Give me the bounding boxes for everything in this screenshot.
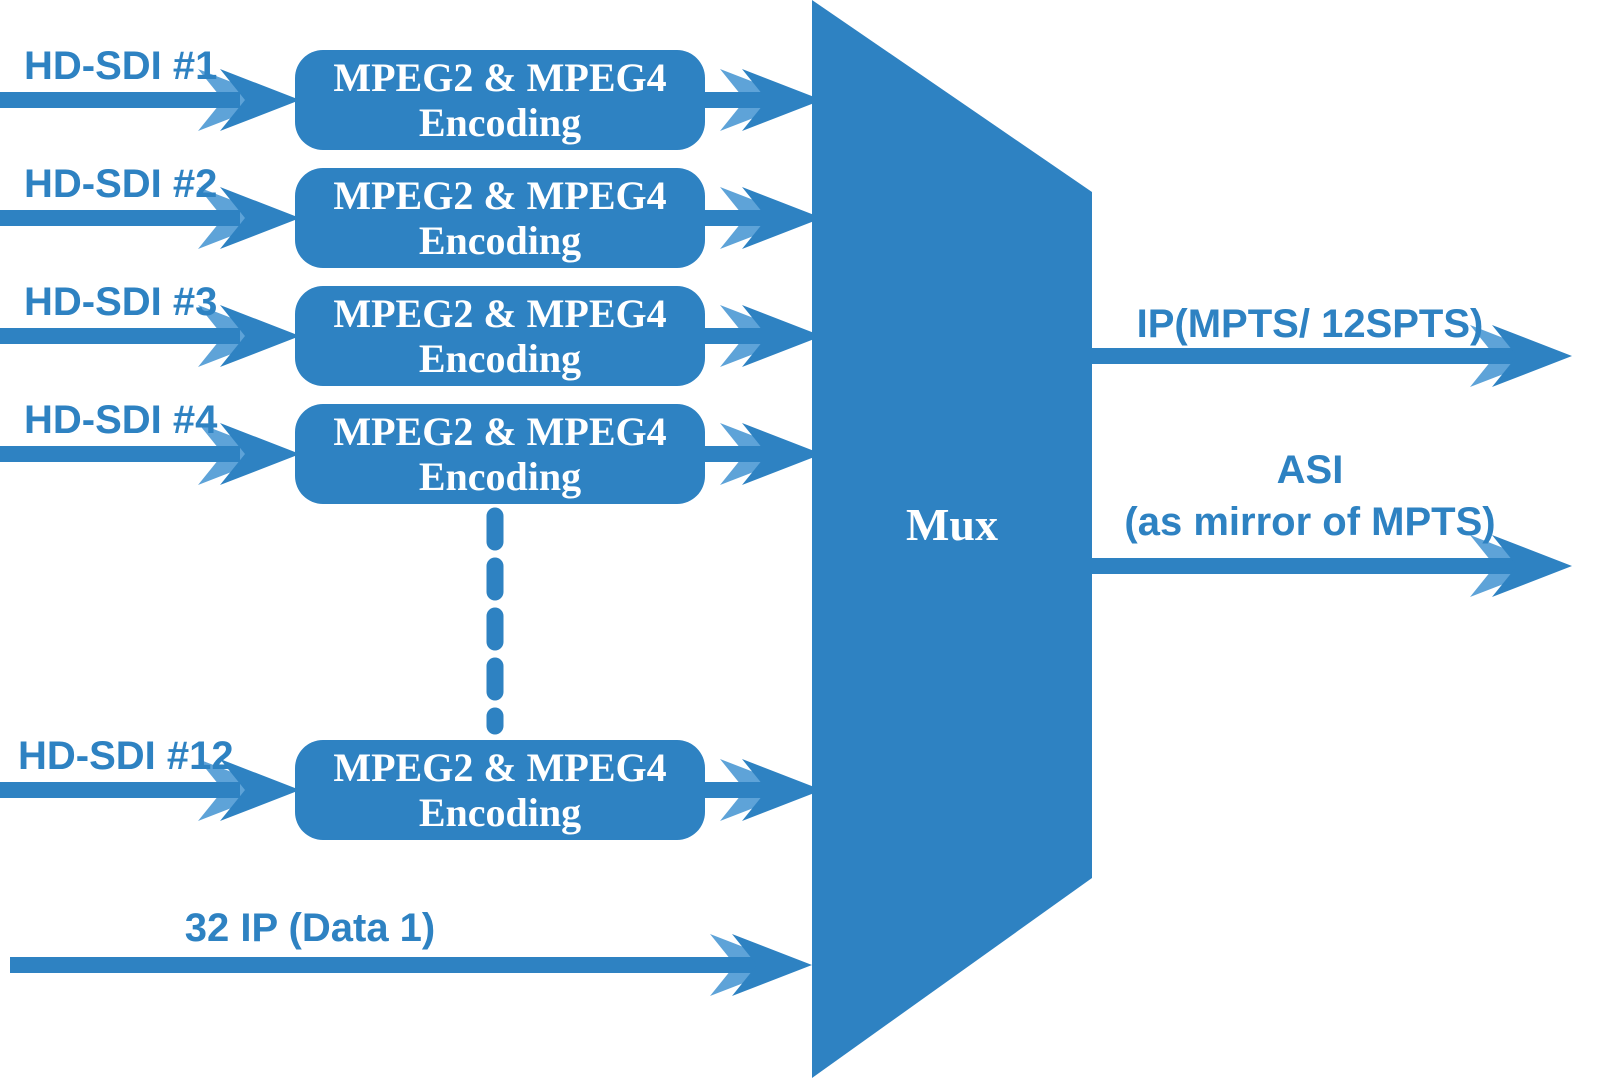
encoder-label-line1: MPEG2 & MPEG4 [333, 173, 667, 218]
encoder-label-line1: MPEG2 & MPEG4 [333, 55, 667, 100]
data-input-arrow [10, 934, 812, 996]
mux-label: Mux [906, 499, 998, 550]
encoder-output-arrow-12 [705, 759, 822, 821]
encoder-label-line2: Encoding [418, 100, 582, 145]
data-input-label: 32 IP (Data 1) [184, 906, 436, 950]
input-arrow-4 [0, 423, 300, 485]
encoder-label-line2: Encoding [418, 218, 582, 263]
encoder-box-label-1: MPEG2 & MPEG4 Encoding [295, 55, 705, 145]
encoder-label-line1: MPEG2 & MPEG4 [333, 409, 667, 454]
encoder-label-line2: Encoding [418, 790, 582, 835]
input-arrow-1 [0, 69, 300, 131]
input-arrow-2 [0, 187, 300, 249]
mux-output-arrow-asi [1092, 535, 1572, 597]
encoder-label-line1: MPEG2 & MPEG4 [333, 291, 667, 336]
output-label-asi: ASI (as mirror of MPTS) [1080, 444, 1540, 548]
input-label-hd-sdi-1: HD-SDI #1 [24, 44, 218, 88]
encoder-output-arrow-3 [705, 305, 822, 367]
encoder-box-label-2: MPEG2 & MPEG4 Encoding [295, 173, 705, 263]
encoder-box-1 [295, 50, 705, 150]
output-label-asi-line1: ASI [1276, 448, 1344, 492]
encoder-box-3 [295, 286, 705, 386]
input-arrow-3 [0, 305, 300, 367]
encoder-box-label-3: MPEG2 & MPEG4 Encoding [295, 291, 705, 381]
input-label-hd-sdi-12: HD-SDI #12 [18, 734, 234, 778]
encoder-box-label-12: MPEG2 & MPEG4 Encoding [295, 745, 705, 835]
encoder-label-line2: Encoding [418, 336, 582, 381]
encoder-box-2 [295, 168, 705, 268]
mux-output-arrow-ip [1092, 325, 1572, 387]
output-label-asi-line2: (as mirror of MPTS) [1124, 500, 1496, 544]
input-label-hd-sdi-4: HD-SDI #4 [24, 398, 218, 442]
input-arrow-12 [0, 759, 300, 821]
encoder-box-12 [295, 740, 705, 840]
encoder-box-label-4: MPEG2 & MPEG4 Encoding [295, 409, 705, 499]
encoder-box-4 [295, 404, 705, 504]
mux-shape [812, 0, 1092, 1078]
output-label-ip: IP(MPTS/ 12SPTS) [1136, 302, 1484, 346]
encoder-label-line1: MPEG2 & MPEG4 [333, 745, 667, 790]
input-label-hd-sdi-2: HD-SDI #2 [24, 162, 218, 206]
encoder-label-line2: Encoding [418, 454, 582, 499]
input-label-hd-sdi-3: HD-SDI #3 [24, 280, 218, 324]
encoder-output-arrow-4 [705, 423, 822, 485]
encoder-output-arrow-1 [705, 69, 822, 131]
encoder-output-arrow-2 [705, 187, 822, 249]
